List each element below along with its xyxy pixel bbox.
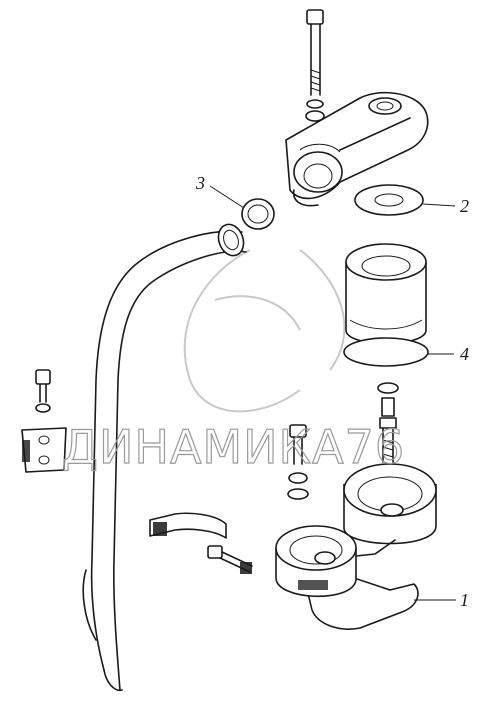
part-3-gasket-ring xyxy=(209,185,275,230)
center-bolt xyxy=(287,424,309,500)
callout-label-2: 2 xyxy=(460,196,469,216)
top-bolt xyxy=(305,9,325,122)
callout-label-3: 3 xyxy=(195,173,205,193)
part-4-thermostat xyxy=(343,243,454,367)
thermostat-cover xyxy=(285,91,429,207)
watermark-text: ДИНАМИКА76 xyxy=(62,420,405,474)
coolant-pipe xyxy=(82,223,247,692)
callout-label-4: 4 xyxy=(460,344,469,364)
part-2-flat-gasket xyxy=(354,184,456,216)
callout-label-1: 1 xyxy=(460,590,469,610)
part-1-housing xyxy=(275,463,456,630)
watermark-logo xyxy=(183,249,346,413)
stud-and-washer xyxy=(377,382,399,463)
left-bracket xyxy=(21,369,67,473)
pipe-clamp xyxy=(149,512,253,574)
